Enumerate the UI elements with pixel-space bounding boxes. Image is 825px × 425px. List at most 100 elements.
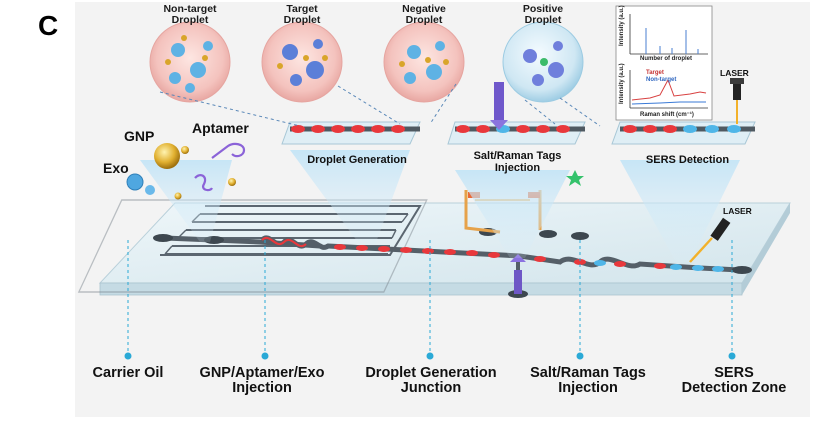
- exosome: [313, 39, 323, 49]
- exo-icon: [126, 173, 155, 195]
- reagent-label-aptamer: Aptamer: [192, 120, 249, 136]
- exosome: [426, 64, 442, 80]
- channel-droplet: [444, 249, 456, 255]
- plot-top-xlabel: Number of droplet: [640, 56, 692, 62]
- exosome: [282, 44, 298, 60]
- platform-droplet: [331, 125, 345, 133]
- exosome: [169, 72, 181, 84]
- bubble-connectors: [159, 83, 601, 127]
- channel-droplet: [654, 263, 666, 269]
- bottom-label-generation-junction: Droplet Generation Junction: [365, 365, 497, 396]
- channel-droplets: [334, 244, 724, 272]
- callout-pins: [124, 240, 736, 360]
- platform-droplet: [371, 125, 385, 133]
- platform-droplet: [663, 125, 677, 133]
- platform-droplet: [727, 125, 741, 133]
- laser-head: [730, 78, 744, 124]
- bottom-label-gnp-injection: GNP/Aptamer/Exo Injection: [199, 365, 325, 396]
- bottom-label-carrier-oil: Carrier Oil: [92, 365, 164, 381]
- light-beams: [140, 150, 740, 262]
- channel-droplet: [422, 248, 434, 254]
- laser-label-top: LASER: [720, 68, 749, 78]
- platform-droplet: [311, 125, 325, 133]
- platform-droplets: [291, 125, 741, 133]
- platform-droplet: [623, 125, 637, 133]
- exosome: [532, 74, 544, 86]
- channel-droplet: [378, 246, 390, 252]
- channel-droplet: [400, 247, 412, 253]
- exosome: [190, 62, 206, 78]
- gold-particle: [303, 55, 309, 61]
- platform-droplet: [536, 125, 550, 133]
- salt-injector: [490, 82, 508, 130]
- gnp-icon: [154, 143, 236, 200]
- stage-label-sers-detection: SERS Detection: [645, 154, 730, 166]
- bubble-label-positive: Positive Droplet: [522, 3, 564, 26]
- gold-particle: [425, 57, 431, 63]
- callout-dot: [728, 352, 736, 360]
- channel-droplet: [534, 256, 546, 262]
- exosome: [404, 72, 416, 84]
- channel-droplet: [334, 244, 346, 250]
- bubble-label-negative: Negative Droplet: [402, 3, 446, 26]
- stage-label-droplet-generation: Droplet Generation: [307, 154, 407, 166]
- callout-dot: [576, 352, 584, 360]
- laser-label-chip: LASER: [723, 206, 752, 216]
- platform-droplet: [643, 125, 657, 133]
- exosome: [407, 45, 421, 59]
- chip-front-edge: [99, 282, 743, 296]
- platform-droplet: [391, 125, 405, 133]
- platform-droplet: [351, 125, 365, 133]
- channel-droplet: [488, 252, 500, 258]
- exosome: [523, 49, 537, 63]
- chip-laser: [689, 217, 731, 263]
- reagent-label-gnp: GNP: [124, 128, 155, 144]
- bubble-label-nontarget: Non-target Droplet: [163, 3, 217, 26]
- gold-particle: [322, 55, 328, 61]
- channel-block-frame: [77, 199, 428, 293]
- reagent-label-exo: Exo: [103, 160, 129, 176]
- bubble-label-target: Target Droplet: [283, 3, 321, 26]
- plot-bottom-xlabel: Raman shift (cm⁻¹): [640, 112, 694, 118]
- gold-particle: [277, 63, 283, 69]
- callout-dot: [426, 352, 434, 360]
- exosome: [185, 83, 195, 93]
- platform-droplet: [476, 125, 490, 133]
- plot-legend-nontarget: Non-target: [646, 77, 677, 83]
- bottom-label-sers-zone: SERS Detection Zone: [681, 365, 787, 396]
- gold-particle: [202, 55, 208, 61]
- platform-droplet: [291, 125, 305, 133]
- bubble-negative: [383, 21, 465, 103]
- gold-particle: [443, 59, 449, 65]
- channel-droplet: [466, 250, 478, 256]
- raman-tag: [540, 58, 548, 66]
- channel-droplet: [692, 265, 704, 271]
- platform-droplet: [516, 125, 530, 133]
- bottom-label-salt-injection: Salt/Raman Tags Injection: [530, 365, 646, 396]
- exosome: [435, 41, 445, 51]
- callout-dot: [124, 352, 132, 360]
- exosome: [203, 41, 213, 51]
- exosome: [171, 43, 185, 57]
- channel-droplet: [356, 245, 368, 251]
- exosome: [306, 61, 324, 79]
- green-tag-icon: [566, 170, 584, 186]
- channel-droplet: [670, 264, 682, 270]
- channel-droplet: [614, 261, 626, 267]
- channel-droplet: [712, 266, 724, 272]
- bubble-contents: [165, 35, 564, 93]
- panel-letter: C: [38, 10, 59, 41]
- sers-plot-panel: [615, 5, 713, 121]
- gold-particle: [165, 59, 171, 65]
- plot-bottom-ylabel: Intensity (a.u.): [619, 63, 625, 104]
- plot-legend-target: Target: [646, 70, 664, 76]
- platform-droplet: [683, 125, 697, 133]
- channel-droplet: [594, 260, 606, 266]
- exosome: [290, 74, 302, 86]
- stage-platforms: [281, 121, 756, 145]
- aptamer-icon: [194, 142, 246, 192]
- exosome: [553, 41, 563, 51]
- channel-droplet: [574, 259, 586, 265]
- stage-label-salt-raman: Salt/Raman Tags Injection: [473, 150, 562, 174]
